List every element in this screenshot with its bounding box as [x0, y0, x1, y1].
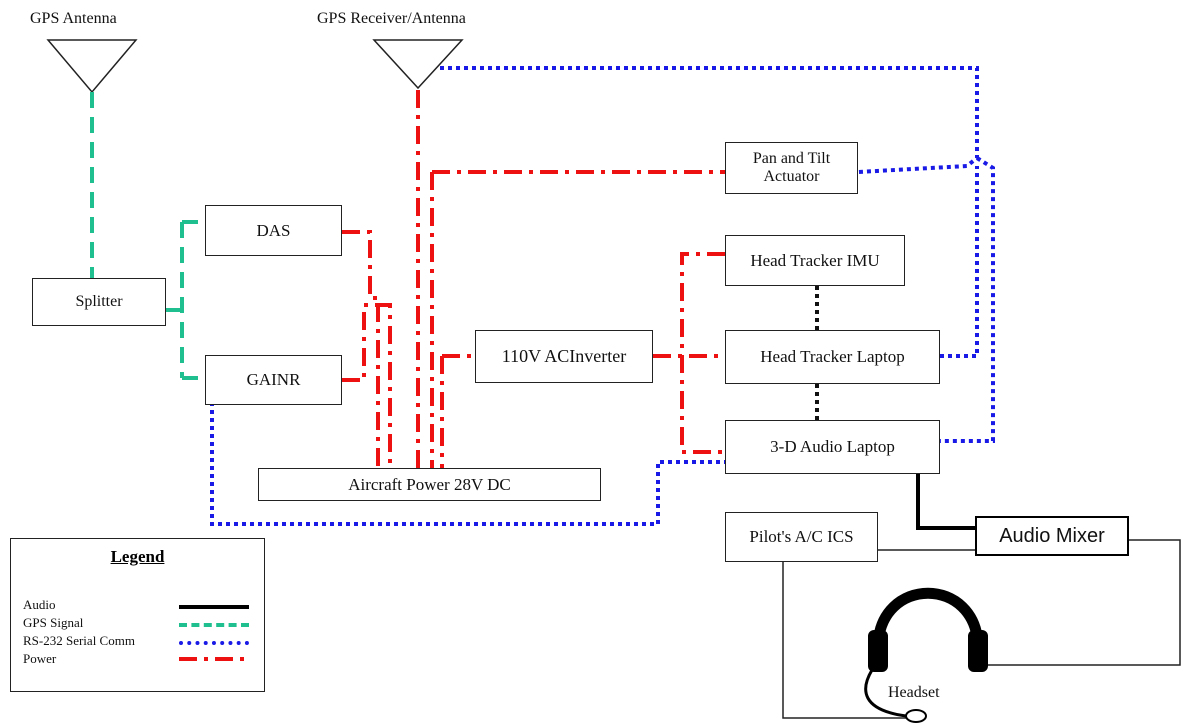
pan-tilt-label-line1: Pan and Tilt [752, 150, 831, 167]
splitter-box: Splitter [32, 278, 166, 326]
head-tracker-laptop-box: Head Tracker Laptop [725, 330, 940, 384]
audio-laptop-label: 3-D Audio Laptop [770, 437, 895, 456]
legend-label-audio: Audio [23, 597, 56, 612]
pan-tilt-label-line2: Actuator [763, 168, 820, 185]
legend-swatch-power [179, 657, 249, 661]
pilots-ics-box: Pilot's A/C ICS [725, 512, 878, 562]
power-lines [342, 90, 725, 470]
gainr-box: GAINR [205, 355, 342, 405]
gps-antenna-label: GPS Antenna [30, 10, 117, 27]
legend-swatch-audio [179, 605, 249, 609]
inverter-box: 110V ACInverter [475, 330, 653, 383]
headset-label: Headset [888, 684, 940, 701]
inverter-label: 110V ACInverter [501, 346, 627, 366]
headset-wiring [782, 539, 1181, 719]
legend-swatch-gps-signal [179, 623, 249, 627]
pan-tilt-actuator-box: Pan and Tilt Actuator [725, 142, 858, 194]
rs232-lines [210, 66, 995, 526]
head-tracker-imu-box: Head Tracker IMU [725, 235, 905, 286]
gps-signal-lines [90, 92, 205, 380]
legend-title: Legend [110, 547, 165, 566]
audio-mixer-box: Audio Mixer [975, 516, 1129, 556]
splitter-label: Splitter [75, 293, 123, 310]
legend-label-rs232: RS-232 Serial Comm [23, 633, 135, 648]
gps-antenna-icon [46, 39, 138, 94]
head-tracker-imu-label: Head Tracker IMU [750, 250, 880, 270]
das-box: DAS [205, 205, 342, 256]
das-label: DAS [256, 220, 291, 240]
legend-label-gps-signal: GPS Signal [23, 615, 84, 630]
pilots-ics-label: Pilot's A/C ICS [749, 527, 854, 546]
aircraft-power-label: Aircraft Power 28V DC [348, 474, 511, 494]
audio-mixer-label: Audio Mixer [999, 524, 1105, 547]
headset-icon [864, 587, 988, 723]
gps-receiver-antenna-icon [372, 39, 464, 90]
aircraft-power-box: Aircraft Power 28V DC [258, 468, 601, 501]
legend: Legend Audio GPS Signal RS-232 Serial Co… [10, 538, 265, 692]
gainr-label: GAINR [246, 370, 301, 389]
legend-swatch-rs232 [179, 641, 249, 645]
audio-lines [916, 474, 975, 530]
legend-label-power: Power [23, 651, 57, 666]
gps-receiver-antenna-label: GPS Receiver/Antenna [317, 10, 466, 27]
audio-laptop-box: 3-D Audio Laptop [725, 420, 940, 474]
head-tracker-laptop-label: Head Tracker Laptop [760, 347, 905, 366]
